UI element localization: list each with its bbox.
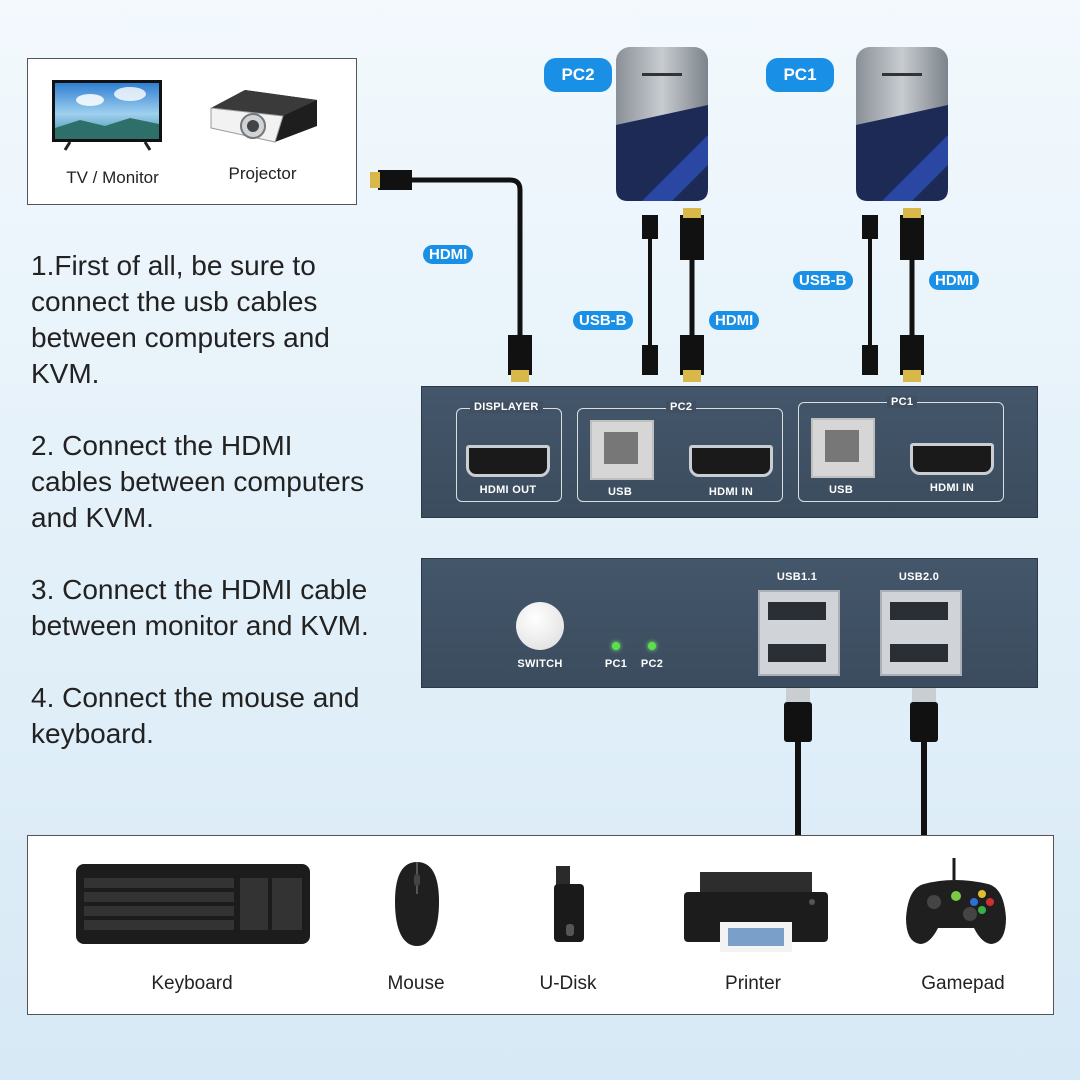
pc2-led-indicator (648, 642, 656, 650)
led-pc2-label: PC2 (640, 658, 664, 670)
pc1-usb-port-inner (825, 430, 859, 462)
pc2-port-label: PC2 (666, 401, 697, 413)
u-disk-icon (554, 866, 584, 942)
step-4: 4. Connect the mouse and keyboard. (31, 682, 360, 749)
keyboard-label: Keyboard (151, 973, 233, 994)
top-cables (370, 170, 924, 382)
tv-monitor-icon (52, 80, 162, 151)
hdmi-out-port (466, 445, 550, 477)
usbb-pc1-tag: USB-B (793, 271, 853, 290)
pc1-hdmi-in-port (910, 443, 994, 475)
projector-icon (210, 90, 317, 143)
hdmi-out-label: HDMI OUT (479, 484, 537, 496)
pc2-usb-port-inner (604, 432, 638, 464)
hdmi-pc1-tag: HDMI (929, 271, 980, 290)
displayer-label: DISPLAYER (470, 401, 543, 413)
hdmi-display-tag: HDMI (423, 245, 474, 264)
u-disk-label: U-Disk (539, 973, 597, 994)
usb20-label: USB2.0 (898, 571, 940, 583)
printer-icon (684, 872, 828, 952)
pc1-led-indicator (612, 642, 620, 650)
step-1: 1.First of all, be sure to connect the u… (31, 250, 330, 389)
usb11-port-bottom (768, 644, 826, 662)
keyboard-icon (76, 864, 310, 944)
switch-button[interactable] (516, 602, 564, 650)
usb11-label: USB1.1 (776, 571, 818, 583)
printer-label: Printer (725, 973, 781, 994)
pc1-port-label: PC1 (887, 396, 918, 408)
pc1-usb-label: USB (828, 484, 854, 496)
step-3: 3. Connect the HDMI cable between monito… (31, 574, 369, 641)
usb20-port-top (890, 602, 948, 620)
pc2-hdmi-in-port (689, 445, 773, 477)
led-pc1-label: PC1 (604, 658, 628, 670)
pc2-usb-label: USB (607, 486, 633, 498)
usb-a-cables (784, 688, 938, 836)
pc2-hdmi-in-label: HDMI IN (708, 486, 754, 498)
usb11-port-top (768, 602, 826, 620)
step-2: 2. Connect the HDMI cables between compu… (31, 430, 365, 533)
hdmi-pc2-tag: HDMI (709, 311, 760, 330)
usbb-pc2-tag: USB-B (573, 311, 633, 330)
gamepad-icon (906, 858, 1006, 944)
switch-label: SWITCH (517, 658, 563, 670)
mouse-icon (395, 862, 439, 946)
pc2-tower-icon (616, 47, 708, 201)
projector-label: Projector (228, 164, 297, 183)
gamepad-label: Gamepad (921, 973, 1005, 994)
pc2-tag: PC2 (544, 58, 612, 92)
tv-monitor-label: TV / Monitor (66, 168, 159, 187)
instructions: 1.First of all, be sure to connect the u… (31, 248, 376, 788)
mouse-label: Mouse (387, 973, 445, 994)
pc1-tower-icon (856, 47, 948, 201)
pc1-tag: PC1 (766, 58, 834, 92)
pc1-hdmi-in-label: HDMI IN (929, 482, 975, 494)
usb20-port-bottom (890, 644, 948, 662)
